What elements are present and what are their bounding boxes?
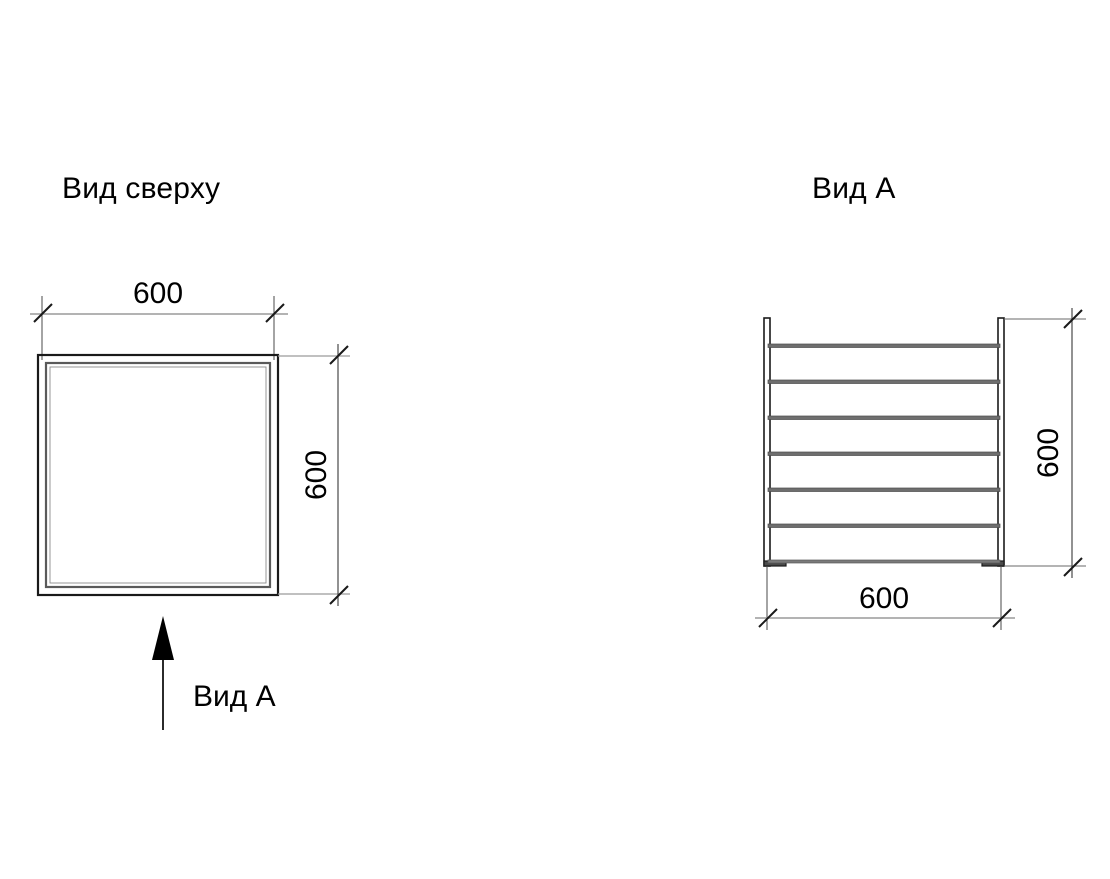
frame-outer-profile — [36, 353, 280, 597]
view-a-left-post — [763, 317, 787, 567]
top-view-depth-value: 600 — [300, 450, 333, 500]
view-a-height-value: 600 — [1032, 428, 1065, 478]
view-a-right-post — [981, 317, 1005, 567]
view-a-group: Вид А — [755, 172, 1086, 630]
rail — [767, 343, 1001, 348]
top-view-width-value: 600 — [133, 277, 183, 310]
rail — [767, 451, 1001, 456]
frame-inner-hairline — [49, 366, 267, 584]
top-view-group: Вид сверху 600 — [30, 172, 350, 730]
view-a-width-dimension: 600 — [755, 582, 1015, 628]
right-post-profile — [997, 317, 1005, 567]
arrow-head-icon — [152, 616, 174, 660]
top-view-width-extension-lines — [41, 296, 275, 360]
rail — [767, 559, 1001, 564]
view-a-rails — [767, 343, 1001, 564]
top-view-width-dimension: 600 — [30, 277, 288, 323]
rail — [767, 415, 1001, 420]
left-post-profile — [763, 317, 771, 567]
top-view-frame — [36, 353, 280, 597]
top-view-depth-dimension: 600 — [300, 344, 349, 606]
rail — [767, 523, 1001, 528]
view-a-width-value: 600 — [859, 582, 909, 615]
rail — [767, 487, 1001, 492]
view-a-arrow-label: Вид А — [193, 680, 276, 713]
rail — [767, 379, 1001, 384]
view-a-title: Вид А — [812, 172, 896, 205]
top-view-title: Вид сверху — [62, 172, 220, 205]
view-a-height-dimension: 600 — [1032, 308, 1083, 578]
view-a-direction-arrow: Вид А — [152, 616, 276, 730]
frame-inner-profile — [44, 361, 272, 589]
